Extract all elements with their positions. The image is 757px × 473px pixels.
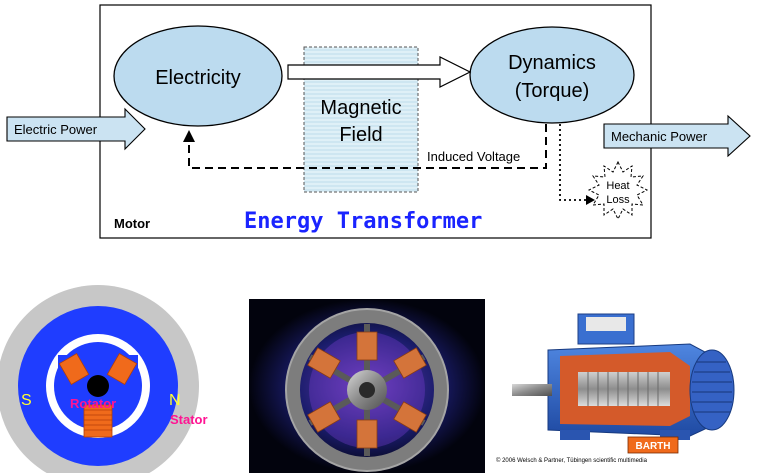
- heat-loss-burst: [587, 160, 649, 221]
- field-label: Field: [339, 124, 382, 146]
- energy-diagram: Electricity Dynamics (Torque) Magnetic F…: [6, 4, 751, 239]
- motor-render-image: [249, 299, 485, 473]
- rotor-arm-left: [58, 353, 90, 385]
- flow-arrow: [287, 56, 472, 88]
- rotator-label: Rotator: [70, 396, 116, 411]
- feedback-arrowhead: [183, 130, 195, 142]
- electric-power-arrow: [6, 107, 146, 151]
- heat-loss-arrowhead: [586, 195, 595, 205]
- dynamics-label: Dynamics: [508, 52, 596, 74]
- induced-voltage-label: Induced Voltage: [427, 149, 520, 164]
- dynamics-ellipse: [469, 26, 635, 124]
- coil-windings: [84, 409, 112, 431]
- motor-cutaway-image: BARTH © 2006 Welsch & Partner, Tübingen …: [496, 313, 735, 464]
- mechanic-power-label: Mechanic Power: [611, 129, 708, 144]
- heat-loss-line: [559, 124, 588, 201]
- rotor-arm-right: [106, 353, 138, 385]
- torque-label: (Torque): [515, 80, 589, 102]
- heat-label: Heat: [606, 180, 629, 192]
- motor-schematic: S N Rotator Stator: [0, 285, 208, 473]
- mechanic-power-arrow: [603, 114, 751, 158]
- loss-label: Loss: [606, 194, 630, 206]
- induced-voltage-loop: [188, 124, 547, 169]
- pole-s-label: S: [21, 392, 32, 409]
- rotor-shaft: [87, 375, 109, 397]
- energy-transformer-title: Energy Transformer: [244, 209, 482, 234]
- photo-caption: © 2006 Welsch & Partner, Tübingen scient…: [496, 457, 648, 464]
- electric-power-label: Electric Power: [14, 122, 98, 137]
- stator-label: Stator: [170, 412, 208, 427]
- electricity-ellipse: [113, 25, 283, 127]
- brand-label: BARTH: [636, 441, 671, 452]
- motor-label: Motor: [114, 216, 150, 231]
- pole-n-label: N: [169, 392, 181, 409]
- electricity-label: Electricity: [155, 67, 241, 89]
- magnetic-label: Magnetic: [320, 97, 401, 119]
